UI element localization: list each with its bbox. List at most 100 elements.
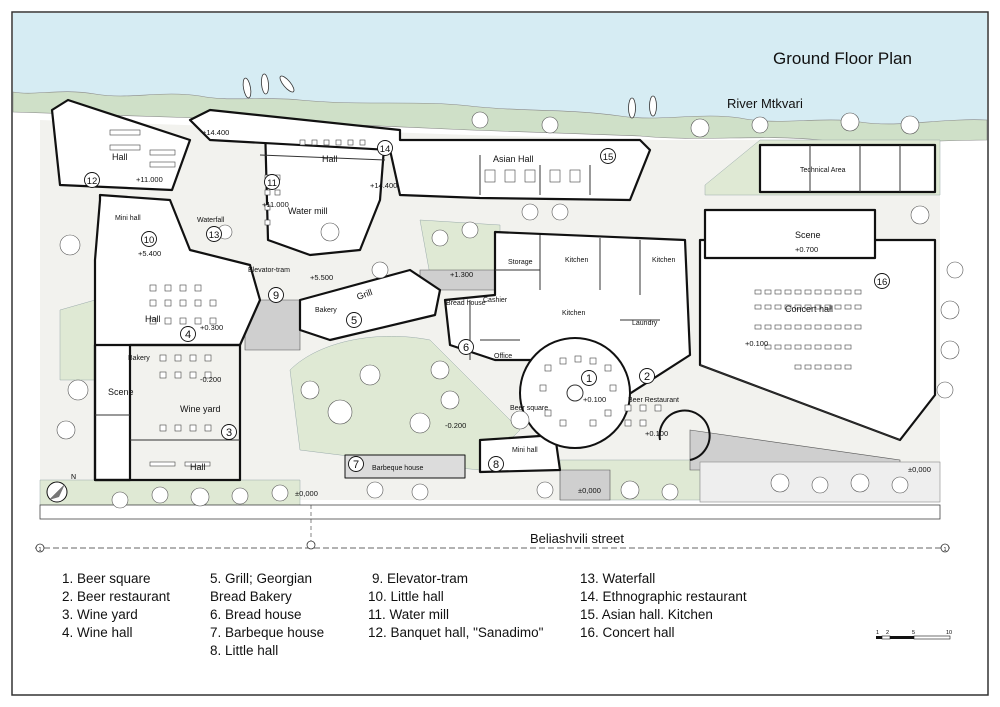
marker-4	[180, 326, 196, 342]
marker-7-label: 7	[353, 459, 359, 471]
marker-12	[84, 172, 100, 188]
legend-item-9: 9. Elevator-tram	[372, 571, 468, 586]
marker-13-label: 13	[209, 230, 220, 241]
legend-item-13: 13. Waterfall	[580, 571, 655, 586]
axis-marker-left	[35, 543, 45, 553]
scale-tick-5: 5	[912, 630, 915, 636]
plan-title: Ground Floor Plan	[773, 49, 912, 68]
trees	[56, 111, 964, 509]
elev-0000-a: ±0,000	[295, 489, 318, 498]
compass-icon: N	[46, 474, 76, 503]
label-barbeque-house: Barbeque house	[372, 465, 423, 472]
label-mini-hall-bottom: Mini hall	[512, 447, 538, 454]
legend-item-14: 14. Ethnographic restaurant	[580, 589, 747, 604]
label-kitchen-1: Kitchen	[565, 257, 588, 264]
legend-item-6: 6. Bread house	[210, 607, 302, 622]
marker-9	[268, 287, 284, 303]
legend-item-3: 3. Wine yard	[62, 607, 138, 622]
marker-8-label: 8	[493, 459, 499, 471]
legend-item-10: 10. Little hall	[368, 589, 444, 604]
wine-yard-outline	[93, 343, 242, 482]
elev-0100-b: +0.100	[645, 429, 668, 438]
label-scene-right: Scene	[795, 230, 821, 240]
legend: 1. Beer square 2. Beer restaurant 3. Win…	[62, 571, 747, 658]
scene-right-walls	[703, 208, 877, 260]
scale-tick-2: 2	[886, 630, 889, 636]
scale-tick-1: 1	[876, 630, 879, 636]
paved-areas	[244, 269, 901, 501]
elev-0700: +0.700	[795, 245, 818, 254]
marker-3-label: 3	[226, 427, 232, 439]
legend-item-5-cont: Bread Bakery	[210, 589, 292, 604]
interior-partitions	[95, 145, 901, 441]
elev-0100-a: +0.100	[583, 395, 606, 404]
marker-3	[221, 424, 237, 440]
wine-hall-tables	[149, 284, 217, 467]
marker-16	[874, 273, 890, 289]
elev-1300: +1.300	[450, 270, 473, 279]
elev-0000-b: ±0,000	[578, 486, 601, 495]
marker-1	[581, 370, 597, 386]
river-label: River Mtkvari	[727, 96, 803, 111]
label-scene-left: Scene	[108, 387, 134, 397]
label-hall-top: Hall	[322, 154, 338, 164]
marker-6-label: 6	[463, 342, 469, 354]
marker-9-label: 9	[273, 290, 279, 302]
legend-item-16: 16. Concert hall	[580, 625, 675, 640]
axis-marker-left-label: 1	[39, 547, 42, 553]
marker-13	[206, 226, 222, 242]
kitchen-block-walls	[443, 230, 692, 402]
marker-12-label: 12	[87, 176, 98, 187]
street-curb	[39, 504, 941, 520]
legend-item-5: 5. Grill; Georgian	[210, 571, 312, 586]
room-labels: Hall Hall Asian Hall Technical Area Wate…	[108, 152, 846, 472]
label-bread-house: Bread house	[446, 300, 486, 307]
banquet-hall-tables	[109, 129, 176, 168]
compass-label: N	[71, 474, 76, 481]
marker-5	[346, 312, 362, 328]
label-concert-hall: Concert hall	[785, 304, 833, 314]
label-laundry: Laundry	[632, 320, 658, 327]
marker-15-label: 15	[603, 152, 614, 163]
section-marker	[306, 540, 316, 550]
boats	[242, 73, 657, 119]
marker-8	[488, 456, 504, 472]
beer-square-tables	[539, 355, 662, 427]
grill-walls	[298, 268, 442, 342]
label-cashier: Cashier	[483, 297, 508, 304]
legend-item-8: 8. Little hall	[210, 643, 278, 658]
label-mini-hall-left: Mini hall	[115, 215, 141, 222]
label-water-mill: Water mill	[288, 206, 328, 216]
technical-area-walls	[758, 143, 937, 194]
spiral-stair	[658, 409, 711, 461]
elev-0100-c: +0.100	[745, 339, 768, 348]
axis-marker-right-label: 1	[944, 547, 947, 553]
elev-14400-b: +14.400	[370, 181, 397, 190]
label-office: Office	[494, 353, 512, 360]
legend-item-15: 15. Asian hall. Kitchen	[580, 607, 713, 622]
barbeque-house-walls	[344, 454, 466, 479]
elev-14400: +14.400	[202, 128, 229, 137]
label-technical-area: Technical Area	[800, 167, 846, 174]
elev-5400: +5.400	[138, 249, 161, 258]
label-kitchen-3: Kitchen	[562, 310, 585, 317]
label-elevator-tram: Elevator-tram	[248, 267, 290, 274]
legend-item-7: 7. Barbeque house	[210, 625, 324, 640]
legend-item-12: 12. Banquet hall, "Sanadimo"	[368, 625, 544, 640]
marker-7	[348, 456, 364, 472]
marker-11	[264, 174, 280, 190]
label-waterfall: Waterfall	[197, 217, 225, 224]
number-marker-labels: 1 2 3 4 5 6 7 8 9 10 11 12 13 14 15 16	[87, 144, 888, 471]
marker-14-label: 14	[380, 144, 391, 155]
elev-0200-b: -0.200	[445, 421, 466, 430]
marker-10	[141, 231, 157, 247]
elev-0000-c: ±0,000	[908, 465, 931, 474]
marker-2	[639, 368, 655, 384]
label-hall-banquet: Hall	[112, 152, 128, 162]
asian-hall-tables	[484, 169, 581, 183]
elevation-marks: +14.400 +11.000 +11.000 +14.400 +5.400 +…	[136, 128, 931, 498]
label-bakery-left: Bakery	[128, 355, 150, 362]
elev-11000-a: +11.000	[136, 175, 163, 184]
beer-square-fountain	[566, 384, 584, 402]
marker-1-label: 1	[586, 373, 592, 385]
